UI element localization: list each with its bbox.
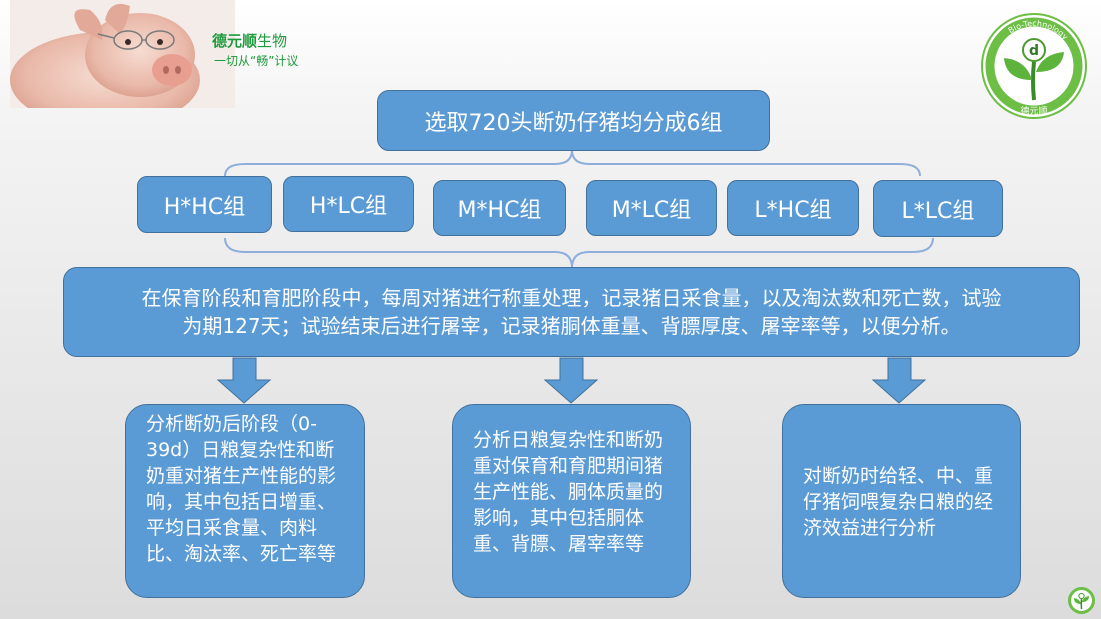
brand-name: 德元顺生物 — [212, 32, 288, 50]
group-box-m-hc: M*HC组 — [433, 180, 566, 236]
group-box-m-lc: M*LC组 — [586, 180, 717, 236]
pig-with-glasses-image — [10, 0, 235, 108]
process-text-line-2: 为期127天；试验结束后进行屠宰，记录猪胴体重量、背膘厚度、屠宰率等，以便分析。 — [182, 314, 961, 338]
process-description-box: 在保育阶段和育肥阶段中，每周对猪进行称重处理，记录猪日采食量，以及淘汰数和死亡数… — [63, 267, 1080, 357]
brand-slogan: 一切从“畅”计议 — [214, 54, 299, 68]
result-box-economic-benefit: 对断奶时给轻、中、重仔猪饲喂复杂日粮的经济效益进行分析 — [782, 404, 1021, 598]
down-arrow-middle — [543, 357, 599, 404]
top-brace — [224, 149, 921, 177]
group-box-l-lc: L*LC组 — [873, 180, 1003, 237]
group-box-l-hc: L*HC组 — [727, 180, 859, 236]
group-box-h-hc: H*HC组 — [137, 176, 272, 233]
company-logo: Bio-Technology d 德元顺 — [981, 13, 1087, 119]
group-box-h-lc: H*LC组 — [283, 176, 414, 232]
result-box-nursery-finishing: 分析日粮复杂性和断奶重对保育和育肥期间猪生产性能、胴体质量的影响，其中包括胴体重… — [452, 404, 691, 598]
process-text-line-1: 在保育阶段和育肥阶段中，每周对猪进行称重处理，记录猪日采食量，以及淘汰数和死亡数… — [141, 286, 1002, 310]
logo-letter: d — [1029, 43, 1039, 59]
result-box-weaning-stage: 分析断奶后阶段（0-39d）日粮复杂性和断奶重对猪生产性能的影响，其中包括日增重… — [125, 404, 365, 598]
bottom-brace — [224, 237, 934, 269]
corner-logo-icon — [1068, 587, 1095, 614]
logo-cn-text: 德元顺 — [1020, 105, 1047, 117]
down-arrow-right — [871, 357, 927, 404]
down-arrow-left — [216, 357, 272, 404]
sample-selection-box: 选取720头断奶仔猪均分成6组 — [377, 90, 770, 151]
